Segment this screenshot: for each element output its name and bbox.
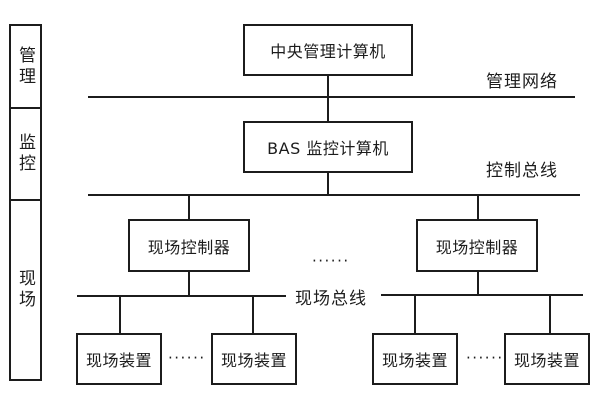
- field-bus-line-right: [381, 294, 583, 296]
- connector-control-bus-to-controller-left: [188, 196, 190, 219]
- node-bas-monitoring-computer: BAS 监控计算机: [243, 121, 413, 173]
- node-field-device-2: 现场装置: [211, 333, 297, 385]
- connector-field-bus-to-device-3: [414, 296, 416, 333]
- node-field-device-4: 现场装置: [504, 333, 590, 385]
- connector-field-bus-to-device-2: [252, 297, 254, 333]
- node-field-controller-left: 现场控制器: [128, 219, 250, 272]
- node-field-device-3: 现场装置: [372, 333, 458, 385]
- label-management-network: 管理网络: [486, 72, 558, 92]
- connector-management-bus-to-bas: [327, 98, 329, 121]
- level-management: 管理: [9, 24, 42, 109]
- connector-controller-left-to-field-bus: [188, 272, 190, 295]
- connector-bas-to-control-bus: [327, 173, 329, 194]
- node-field-device-1: 现场装置: [76, 333, 162, 385]
- connector-control-bus-to-controller-right: [477, 196, 479, 219]
- connector-controller-right-to-field-bus: [477, 272, 479, 294]
- field-bus-line-left: [77, 295, 286, 297]
- management-network-bus-line: [88, 96, 575, 98]
- connector-field-bus-to-device-4: [549, 296, 551, 333]
- level-sidebar: 管理 监控 现场: [9, 24, 42, 381]
- control-bus-line: [88, 194, 580, 196]
- level-monitoring: 监控: [9, 107, 42, 201]
- label-field-bus: 现场总线: [295, 289, 367, 309]
- label-control-bus: 控制总线: [486, 161, 558, 181]
- ellipsis-between-controllers: ······: [312, 252, 350, 270]
- node-field-controller-right: 现场控制器: [416, 219, 538, 272]
- ellipsis-between-devices-left: ······: [168, 349, 206, 367]
- node-central-management-computer: 中央管理计算机: [243, 24, 413, 76]
- ellipsis-between-devices-right: ······: [466, 349, 504, 367]
- level-field: 现场: [9, 199, 42, 381]
- connector-central-to-management-bus: [327, 76, 329, 96]
- connector-field-bus-to-device-1: [119, 297, 121, 333]
